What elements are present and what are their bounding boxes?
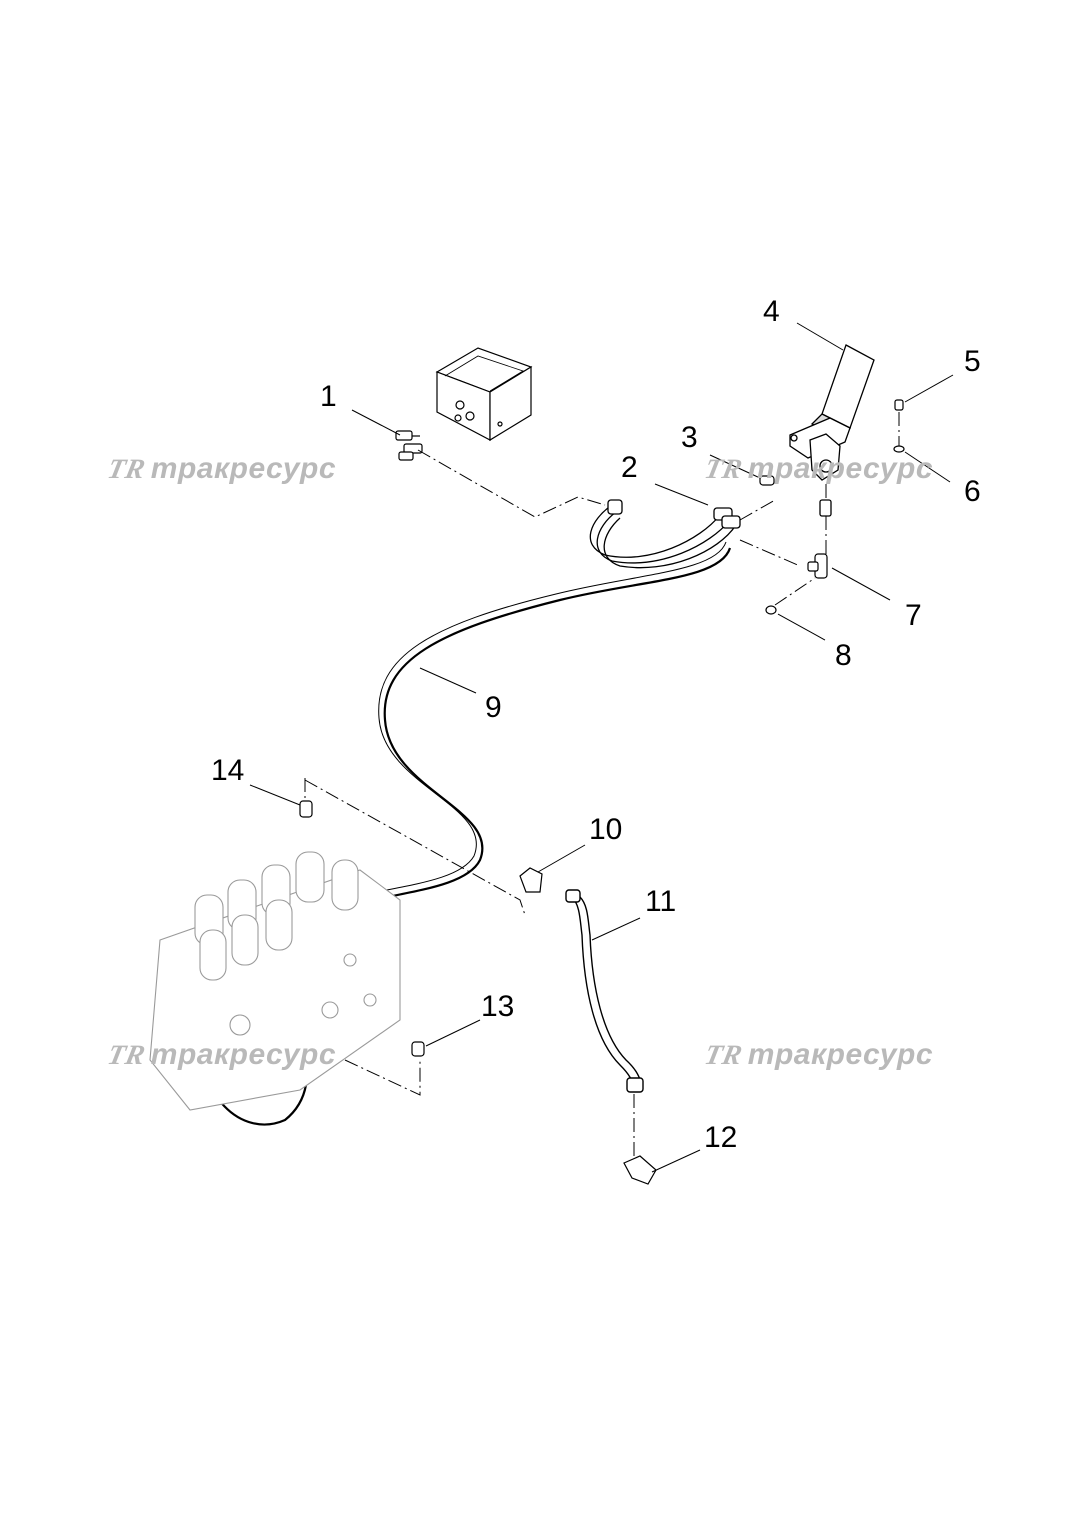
callout-2: 2 (621, 451, 638, 484)
control-valve-block (149, 851, 401, 1111)
hose-part-11 (565, 889, 644, 1093)
connection-lines (304, 412, 900, 1160)
callout-8: 8 (835, 639, 852, 672)
callout-4: 4 (763, 295, 780, 328)
small-fittings (759, 399, 905, 615)
hoses-part-2 (589, 499, 741, 569)
watermark-logo: TR (104, 454, 149, 485)
watermark-logo: TR (104, 1040, 149, 1071)
watermark-2: TRтракресурс (701, 452, 934, 486)
pedal-assembly (789, 344, 875, 517)
watermark-logo: TR (701, 454, 746, 485)
watermark-text: тракресурс (747, 452, 934, 485)
callout-13: 13 (481, 990, 515, 1023)
callout-6: 6 (964, 475, 981, 508)
watermark-1: TRтракресурс (104, 452, 337, 486)
callout-9: 9 (485, 691, 502, 724)
watermark-text: тракресурс (150, 1038, 337, 1071)
callout-11: 11 (645, 885, 677, 918)
watermark-3: TRтракресурс (104, 1038, 337, 1072)
callout-7: 7 (905, 599, 922, 632)
callout-3: 3 (681, 421, 698, 454)
callout-10: 10 (589, 813, 623, 846)
watermark-logo: TR (701, 1040, 746, 1071)
fitting-part-1 (395, 430, 423, 461)
callout-12: 12 (704, 1121, 738, 1154)
fittings-10-12-13-14 (299, 800, 657, 1185)
watermark-4: TRтракресурс (701, 1038, 934, 1072)
callout-leaders (249, 322, 954, 1173)
watermark-text: тракресурс (747, 1038, 934, 1071)
callout-1: 1 (320, 380, 337, 413)
watermark-text: тракресурс (150, 452, 337, 485)
reservoir-box (435, 347, 533, 442)
callout-5: 5 (964, 345, 981, 378)
callout-14: 14 (211, 754, 245, 787)
